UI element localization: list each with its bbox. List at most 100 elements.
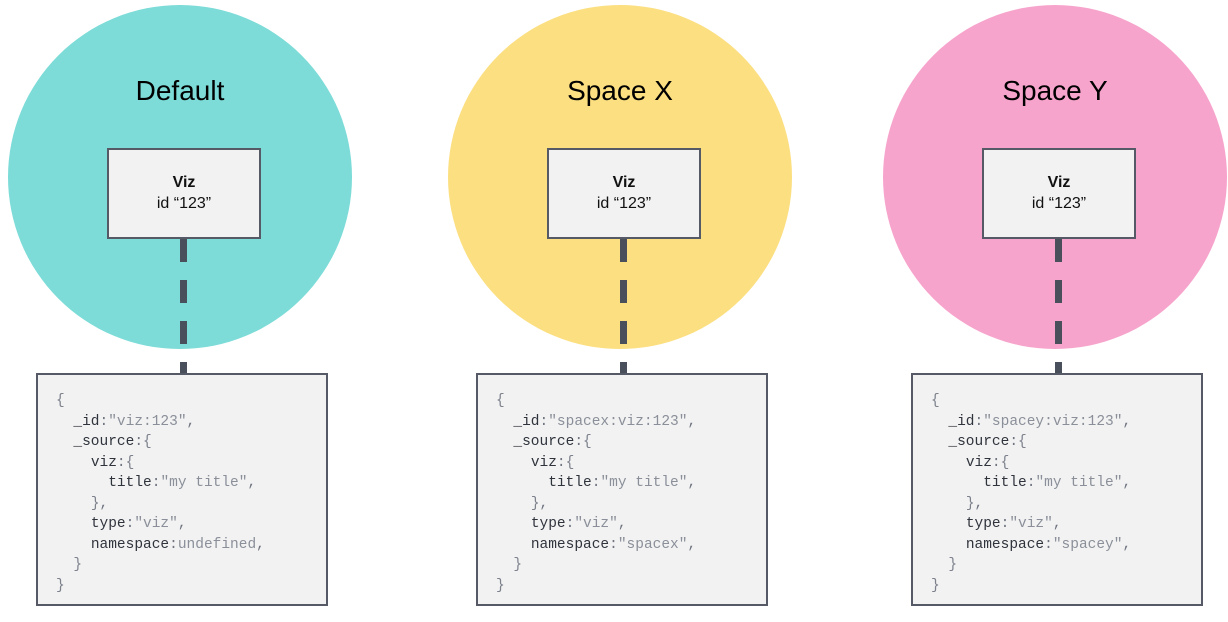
code-token-punct: , [186, 413, 196, 430]
code-line: { [931, 391, 1201, 412]
code-token-punct: : [609, 536, 618, 553]
code-token-brace: { [143, 434, 152, 450]
code-token-punct [931, 557, 948, 573]
code-token-key: title [548, 475, 592, 491]
code-line: } [931, 555, 1201, 576]
viz-box-title: Viz [172, 173, 196, 191]
code-token-brace: { [1000, 454, 1010, 471]
code-token-punct [496, 475, 548, 491]
code-token-punct: : [1000, 516, 1010, 532]
space-title-default: Default [135, 75, 225, 106]
code-token-punct: , [1052, 516, 1062, 532]
code-line: }, [931, 494, 1201, 515]
code-token-brace: { [496, 393, 505, 409]
viz-box-title: Viz [1047, 173, 1071, 191]
code-token-punct [56, 516, 91, 532]
code-token-key: title [108, 475, 152, 491]
code-token-punct: : [991, 454, 1001, 471]
code-token-key: type [90, 516, 126, 532]
code-token-val: "viz" [1009, 516, 1053, 532]
code-token-brace: } [56, 577, 65, 594]
code-token-punct: : [565, 516, 575, 532]
code-text: { _id:"viz:123", _source:{ viz:{ title:"… [56, 391, 326, 596]
viz-box-id: id “123” [596, 194, 652, 212]
code-line: } [56, 555, 326, 576]
code-token-punct [931, 434, 948, 450]
code-token-key: _source [513, 434, 575, 450]
code-line: namespace:"spacey", [931, 535, 1201, 556]
code-token-val: "spacey:viz:123" [983, 413, 1123, 430]
code-line: namespace:undefined, [56, 535, 326, 556]
code-token-punct [931, 475, 983, 491]
code-line: title:"my title", [931, 473, 1201, 494]
code-token-punct: , [177, 516, 187, 532]
code-line: _id:"viz:123", [56, 412, 326, 433]
code-token-val: "viz:123" [108, 413, 187, 430]
code-line: _source:{ [931, 432, 1201, 453]
code-token-key: _source [73, 434, 135, 450]
code-token-val: "my title" [160, 475, 248, 491]
document-code-block-default: { _id:"viz:123", _source:{ viz:{ title:"… [36, 373, 328, 606]
code-text: { _id:"spacex:viz:123", _source:{ viz:{ … [496, 391, 766, 596]
viz-box-id: id “123” [1031, 194, 1087, 212]
code-token-punct: : [974, 413, 984, 430]
code-line: type:"viz", [931, 514, 1201, 535]
code-token-punct: : [1009, 434, 1019, 450]
document-code-block-spacex: { _id:"spacex:viz:123", _source:{ viz:{ … [476, 373, 768, 606]
code-line: } [496, 576, 766, 597]
code-token-punct [56, 455, 91, 471]
code-token-key: _source [948, 434, 1010, 450]
code-line: } [931, 576, 1201, 597]
code-token-brace: { [56, 393, 65, 409]
code-line: viz:{ [56, 453, 326, 474]
code-token-val: "spacey" [1052, 536, 1123, 553]
code-token-brace: } [965, 495, 975, 512]
code-token-punct [931, 516, 966, 532]
code-token-val: "spacex" [617, 536, 688, 553]
code-token-brace: { [583, 434, 592, 450]
code-token-punct: : [134, 434, 144, 450]
code-token-punct: , [539, 495, 549, 512]
code-line: } [56, 576, 326, 597]
code-token-key: viz [530, 454, 557, 471]
code-token-brace: { [565, 454, 575, 471]
code-token-key: namespace [530, 536, 610, 553]
code-line: _id:"spacex:viz:123", [496, 412, 766, 433]
code-line: } [496, 555, 766, 576]
code-token-punct: : [1026, 475, 1036, 491]
code-token-punct: , [974, 495, 984, 512]
code-line: { [496, 391, 766, 412]
code-token-brace: { [125, 454, 135, 471]
code-token-punct: : [591, 475, 601, 491]
code-line: _source:{ [496, 432, 766, 453]
code-text: { _id:"spacey:viz:123", _source:{ viz:{ … [931, 391, 1201, 596]
space-title-spacey: Space Y [1002, 75, 1108, 106]
viz-box-spacey: Viz id “123” [982, 148, 1136, 239]
code-token-punct: , [617, 516, 627, 532]
code-token-brace: { [1018, 434, 1027, 450]
code-token-punct [56, 557, 73, 573]
code-token-punct [496, 496, 531, 512]
code-token-punct [496, 434, 513, 450]
code-token-punct: : [116, 454, 126, 471]
code-token-val: "spacex:viz:123" [548, 413, 688, 430]
code-token-key: _id [513, 413, 540, 430]
code-token-key: title [983, 475, 1027, 491]
dashed-connector-default [180, 239, 187, 375]
code-token-key: _id [948, 413, 975, 430]
code-token-punct: : [574, 434, 584, 450]
dashed-connector-spacey [1055, 239, 1062, 375]
code-token-key: namespace [965, 536, 1045, 553]
code-line: viz:{ [496, 453, 766, 474]
code-token-punct: , [1122, 475, 1132, 491]
space-title-spacex: Space X [567, 75, 673, 106]
code-token-punct: , [1122, 413, 1132, 430]
code-token-punct [496, 537, 531, 553]
dashed-connector-spacex [620, 239, 627, 375]
code-token-key: type [965, 516, 1001, 532]
